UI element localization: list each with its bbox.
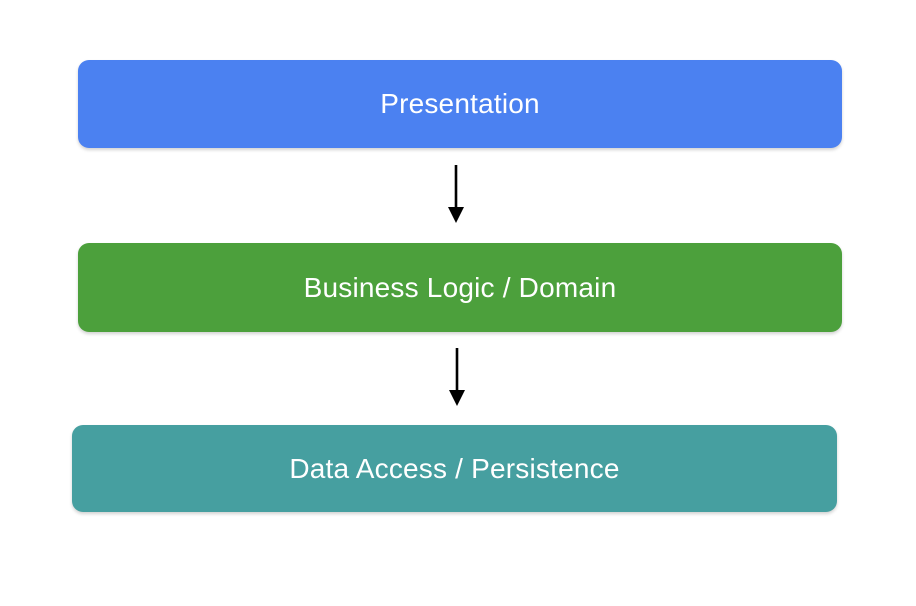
layer-box-data-access: Data Access / Persistence: [72, 425, 837, 512]
down-arrow-icon: [449, 348, 465, 406]
layer-box-presentation: Presentation: [78, 60, 842, 148]
layer-label-business-logic: Business Logic / Domain: [303, 271, 617, 303]
layer-label-data-access: Data Access / Persistence: [289, 452, 620, 484]
down-arrow-icon: [448, 165, 464, 223]
layer-label-presentation: Presentation: [380, 88, 540, 119]
layer-box-business-logic: Business Logic / Domain: [78, 243, 842, 332]
